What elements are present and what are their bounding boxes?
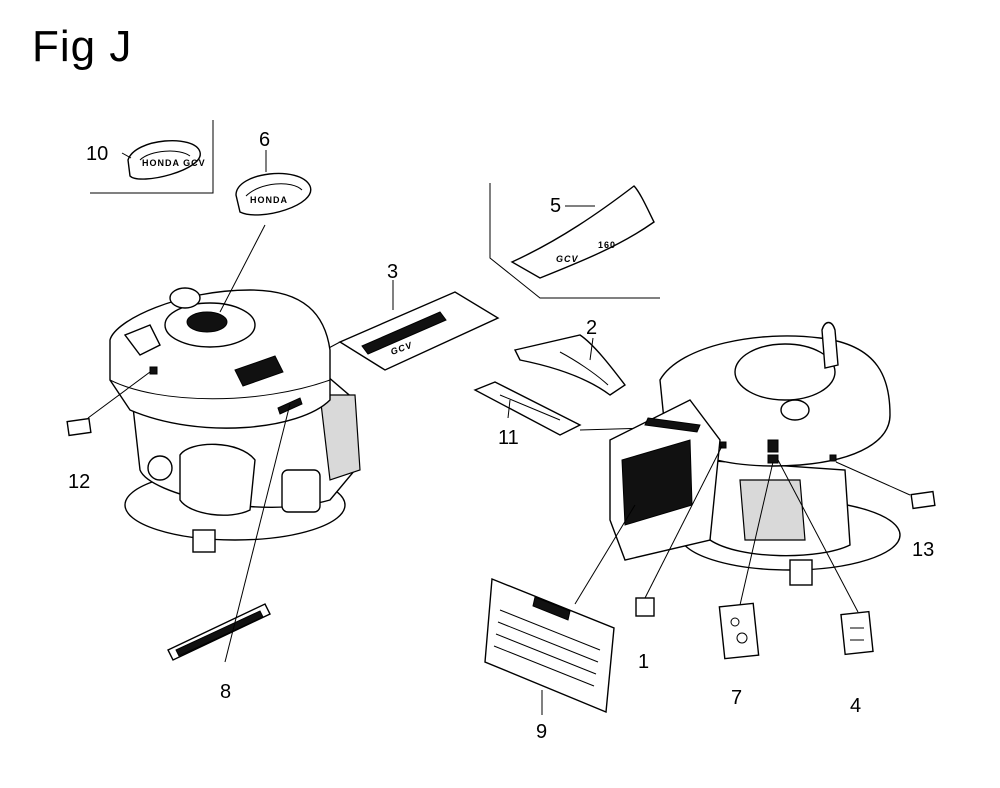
emblem-part-10: HONDA GCV: [121, 140, 206, 180]
callout-1: 1: [638, 651, 649, 673]
callout-labels: 10 6 5 3 2 11 12 13 1 8 7 4 9: [68, 129, 934, 743]
inset-frame-5: [489, 183, 660, 299]
gcv-text: GCV: [556, 254, 579, 264]
callout-4: 4: [850, 695, 861, 717]
decal-part-7: [718, 461, 774, 660]
decal-part-12: [66, 371, 151, 437]
decal-part-11: [473, 381, 651, 436]
decal-part-4: [777, 459, 874, 656]
callout-6: 6: [259, 129, 270, 151]
engine-left: [109, 287, 361, 553]
callout-9: 9: [536, 721, 547, 743]
callout-13: 13: [912, 539, 934, 561]
callout-11: 11: [498, 427, 519, 449]
callout-5: 5: [550, 195, 561, 217]
svg-text:HONDA GCV: HONDA GCV: [142, 158, 206, 168]
cap-emblem-part-6: HONDA: [235, 150, 312, 216]
callout-2: 2: [586, 317, 597, 339]
callout-7: 7: [731, 687, 742, 709]
gcv-number-text: 160: [598, 240, 616, 250]
callout-3: 3: [387, 261, 398, 283]
strip-decal-part-8: [167, 403, 291, 663]
callout-12: 12: [68, 471, 90, 493]
gcv-decal-part-5: GCV 160: [510, 185, 655, 279]
leader-6: [219, 224, 266, 313]
decal-part-1: [635, 445, 723, 617]
callout-8: 8: [220, 681, 231, 703]
decal-part-2: [513, 334, 627, 396]
decal-part-13: [835, 461, 936, 510]
figure-title: Fig J: [32, 22, 133, 71]
svg-text:HONDA: HONDA: [250, 195, 288, 205]
gcv-decal-part-3: GCV: [309, 280, 500, 371]
inset-frame-10: [90, 120, 214, 194]
warning-label-part-9: [484, 504, 636, 715]
engine-right: [609, 321, 901, 586]
callout-10: 10: [86, 143, 108, 165]
